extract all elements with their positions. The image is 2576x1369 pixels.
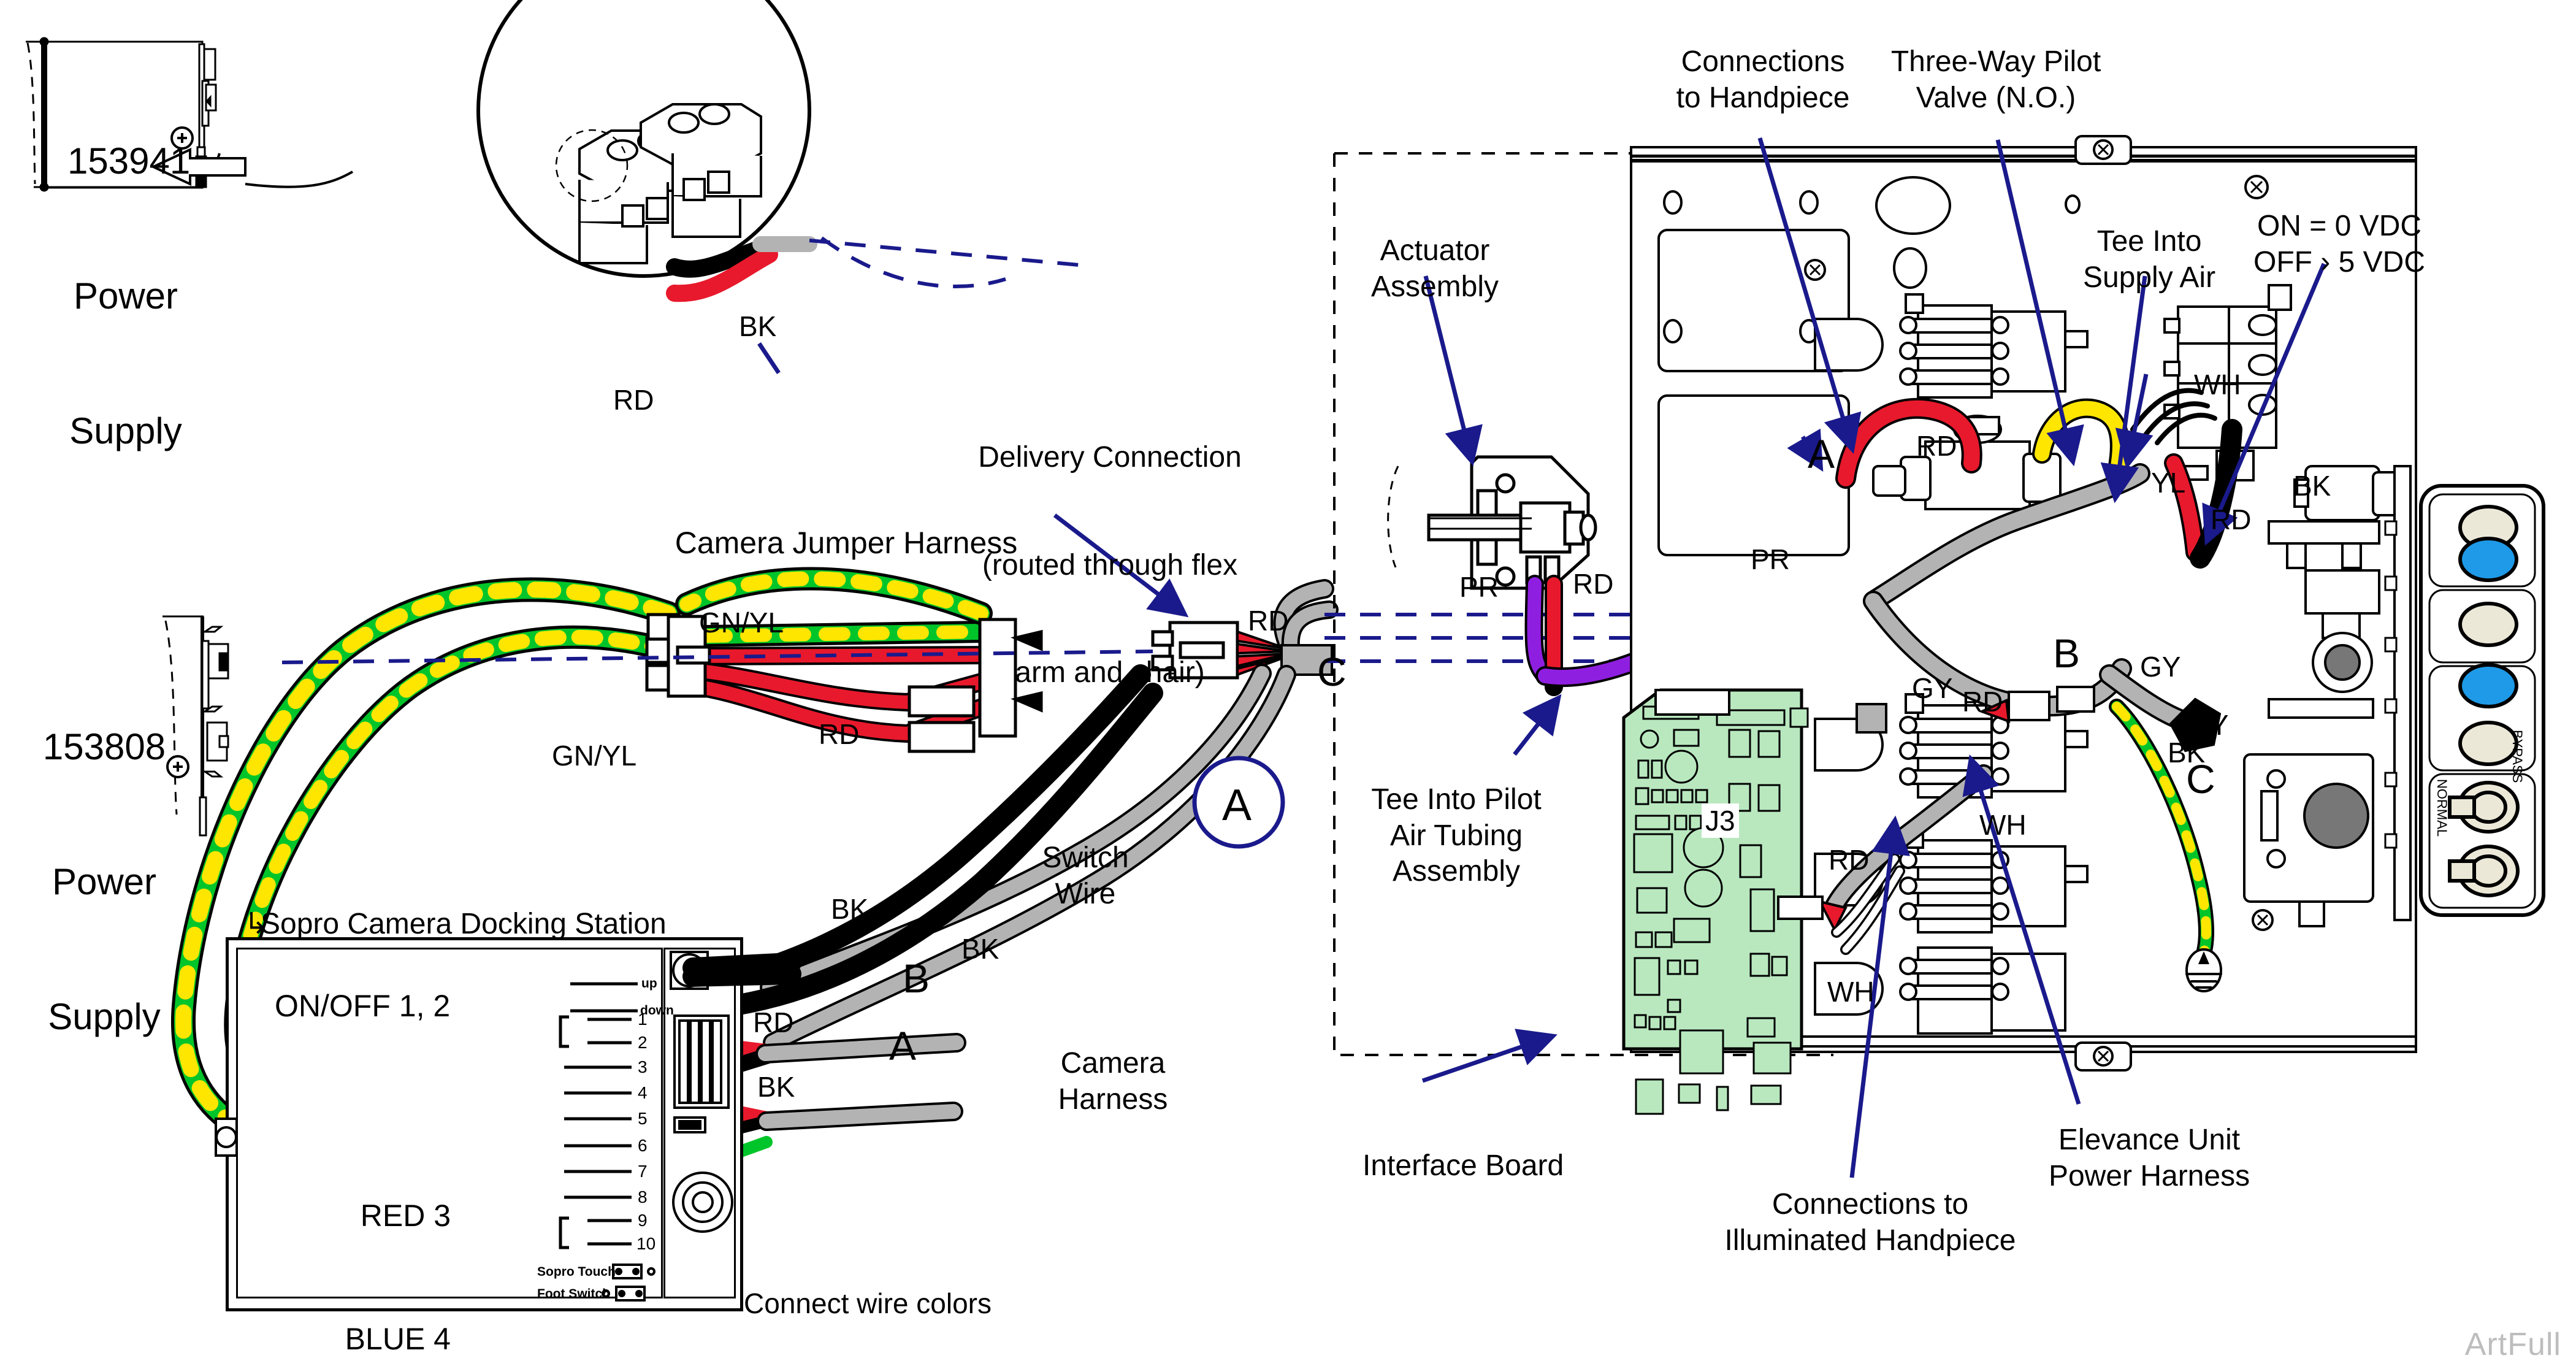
control-panel-normal-label: NORMAL xyxy=(2434,779,2450,837)
rd-jumper-wires xyxy=(665,646,1015,753)
dock-terminal-3: 3 xyxy=(638,1057,648,1076)
dock-terminal-9: 9 xyxy=(638,1211,648,1230)
gray-camera-harness xyxy=(760,579,1339,1053)
rd-label-dock: RD xyxy=(753,1007,794,1038)
dock-down-label: down xyxy=(640,1003,674,1018)
dock-wire-map: RED 3 BLUE 4 WHITE 5 BLACK 6 GREEN 7 YEL… xyxy=(345,1198,451,1356)
control-panel-bypass-label: BYPASS xyxy=(2510,730,2525,783)
yl-label: YL xyxy=(2151,467,2186,499)
tag-c-right: C xyxy=(2186,756,2215,802)
power-supply-153941-label: 153941 Power Supply xyxy=(67,140,191,451)
dock-terminal-5: 5 xyxy=(638,1109,648,1128)
detail-leader-arrow xyxy=(150,147,353,188)
voltage-note-label: ON = 0 VDC OFF › 5 VDC xyxy=(2253,210,2425,278)
tee-into-pilot-air-label: Tee Into Pilot Air Tubing Assembly xyxy=(1371,783,1542,888)
watermark: ArtFull xyxy=(2464,1327,2561,1362)
tag-a-circle-text: A xyxy=(1222,781,1252,830)
gy-label-left: GY xyxy=(1912,672,1953,704)
dock-terminal-4: 4 xyxy=(638,1083,648,1102)
pcb-top-connector xyxy=(1654,689,1730,716)
tag-a-circle xyxy=(1192,756,1285,849)
three-way-pilot-valve-label: Three-Way Pilot Valve (N.O.) xyxy=(1890,45,2101,114)
delivery-connector xyxy=(1151,621,1239,680)
pcb-components xyxy=(1633,705,1809,1115)
dock-terminal-6: 6 xyxy=(638,1136,648,1155)
detail-bk-wire xyxy=(666,240,769,278)
dock-terminal-10: 10 xyxy=(636,1234,656,1253)
pcb-j3-label: J3 xyxy=(1702,803,1739,838)
connect-wire-colors-note: Connect wire colors as labeled on the do… xyxy=(744,1287,992,1320)
docking-station-title: Sopro Camera Docking Station xyxy=(261,908,667,940)
rd-label-actuator: RD xyxy=(1573,568,1614,600)
pr-label-actuator: PR xyxy=(1459,571,1499,603)
wh-label-lower: WH xyxy=(1979,809,2027,841)
pr-label-routed: PR xyxy=(1751,543,1790,575)
rd-label-connector: RD xyxy=(1248,605,1289,637)
valve-bank xyxy=(1814,293,2089,1035)
gn-yl-label-top: GN/YL xyxy=(699,607,784,638)
tag-b-right: B xyxy=(2053,631,2081,676)
control-panel xyxy=(2384,465,2545,921)
camera-harness-label: Camera Harness xyxy=(1058,1047,1168,1116)
dock-up-label: up xyxy=(641,976,657,991)
sopro-docking-station-body xyxy=(226,937,743,1311)
actuator-assembly-label: Actuator Assembly xyxy=(1370,234,1499,303)
bk-label-dock: BK xyxy=(757,1071,795,1103)
tag-c-text-left: C xyxy=(1317,649,1347,694)
dock-terminal-1: 1 xyxy=(638,1010,648,1029)
interface-board-label: Interface Board xyxy=(1363,1149,1564,1182)
wh-label-lower-2: WH xyxy=(1827,976,1875,1008)
gy-label-circle-2: GY xyxy=(2188,709,2229,741)
switch-wire-label: Switch Wire xyxy=(1042,842,1129,910)
bk-label-circle: BK xyxy=(2168,737,2206,769)
bk-label-upper: BK xyxy=(831,893,869,925)
wh-label-top: WH xyxy=(2194,369,2241,401)
detail-bk-label: BK xyxy=(739,310,777,342)
terminal-block-detail xyxy=(555,103,762,264)
dock-onoff-label: ON/OFF 1, 2 xyxy=(275,989,451,1023)
actuator-assembly xyxy=(1387,455,1597,590)
gn-yl-label-lower: GN/YL xyxy=(552,740,637,772)
power-supply-153808-label: 153808 Power Supply xyxy=(42,726,166,1037)
connections-to-handpiece-label: Connections to Handpiece xyxy=(1676,45,1850,114)
detail-rd-wire xyxy=(666,246,778,302)
alignment-dashed-lines xyxy=(281,236,2165,664)
connections-to-illuminated-handpiece-label: Connections to Illuminated Handpiece xyxy=(1724,1188,2016,1257)
right-regulators xyxy=(2243,465,2405,927)
power-supply-153941-body xyxy=(26,37,217,192)
bk-label-lower: BK xyxy=(961,933,999,965)
tag-b-text: B xyxy=(903,956,930,1001)
elevance-unit-power-harness-label: Elevance Unit Power Harness xyxy=(2048,1124,2250,1192)
rd-label-lower: RD xyxy=(1962,686,2003,718)
bk-label-top-right: BK xyxy=(2293,470,2331,502)
tee-into-supply-air-label: Tee Into Supply Air xyxy=(2082,225,2216,294)
docking-station-title-tick: ↳ xyxy=(244,908,269,940)
delivery-connection-label: Delivery Connection (routed through flex… xyxy=(978,441,1242,689)
dock-sopro-touch-label: Sopro Touch xyxy=(537,1265,616,1279)
dock-terminal-2: 2 xyxy=(638,1033,648,1052)
rd-label-jumper: RD xyxy=(819,718,860,750)
dock-foot-switch-label: Foot Switch xyxy=(537,1287,610,1301)
supply-air-manifold xyxy=(2163,284,2292,481)
sopro-docking-station-side xyxy=(663,948,736,1298)
detail-rd-label: RD xyxy=(613,384,654,416)
tag-a-right: A xyxy=(1808,431,1835,477)
tag-a-text: A xyxy=(889,1023,917,1068)
rd-label-lower-2: RD xyxy=(1829,844,1870,876)
power-supply-153808-body xyxy=(162,615,229,837)
dock-terminal-8: 8 xyxy=(638,1187,648,1206)
rd-label-top-right: RD xyxy=(2211,504,2252,535)
gy-label-circle-1: GY xyxy=(2140,651,2181,683)
rd-label-valve: RD xyxy=(1916,430,1957,462)
callout-leaders xyxy=(757,137,2326,1178)
dock-terminal-7: 7 xyxy=(638,1162,648,1181)
camera-jumper-harness-label: Camera Jumper Harness xyxy=(675,526,1018,560)
assembly-boundary xyxy=(1333,153,1833,1056)
